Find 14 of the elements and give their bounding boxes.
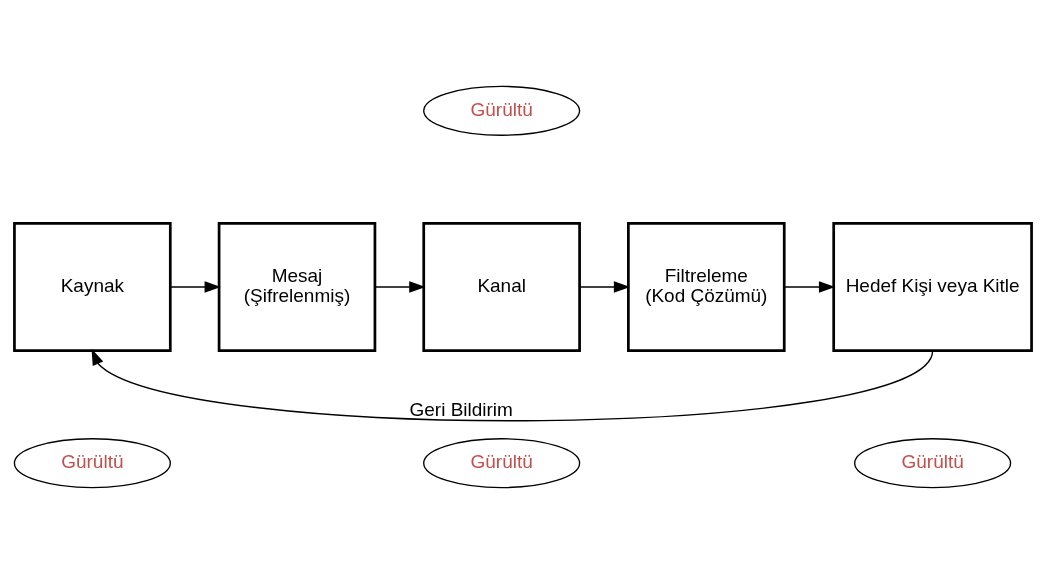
arrow (578, 281, 631, 293)
node-box: Kanal (422, 221, 581, 353)
edge-label: Geri Bildirim (409, 398, 513, 420)
node-box: Mesaj (Şifrelenmiş) (217, 221, 377, 353)
arrow (169, 281, 221, 293)
node-ellipse: Gürültü (423, 85, 581, 136)
arrow (374, 281, 426, 293)
node-ellipse: Gürültü (854, 438, 1012, 489)
node-box: Kaynak (13, 221, 172, 353)
arrow (783, 281, 836, 293)
node-ellipse: Gürültü (423, 438, 581, 489)
node-ellipse: Gürültü (13, 438, 171, 489)
node-box: Filtreleme (Kod Çözümü) (627, 221, 786, 353)
node-box: Hedef Kişi veya Kitle (832, 221, 1033, 353)
